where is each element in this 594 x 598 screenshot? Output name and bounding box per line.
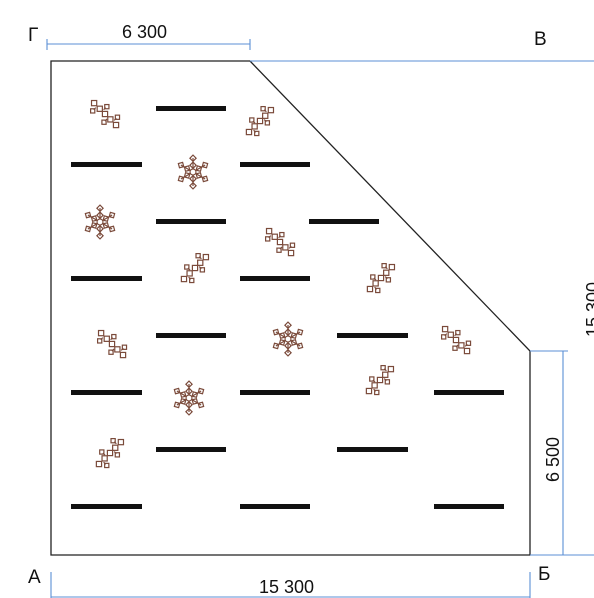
chain-icon	[89, 432, 131, 474]
black-bar	[71, 504, 142, 509]
black-bar	[156, 333, 226, 338]
snowflake-icon	[172, 380, 206, 416]
corner-label-v: В	[534, 29, 547, 50]
black-bar	[240, 504, 310, 509]
black-bar	[337, 333, 408, 338]
black-bar	[337, 447, 408, 452]
black-bar	[71, 162, 142, 167]
snowflake-icon	[271, 321, 305, 357]
black-bar	[434, 390, 504, 395]
snowflake-icon	[83, 204, 117, 240]
corner-label-g: Г	[28, 25, 38, 46]
black-bar	[240, 390, 310, 395]
dim-label-bottom: 15 300	[259, 577, 314, 597]
chain-ornaments	[84, 93, 477, 474]
black-bar	[240, 162, 310, 167]
chain-icon	[259, 221, 301, 263]
corner-label-b: Б	[538, 564, 550, 585]
dim-label-top: 6 300	[122, 22, 167, 42]
black-bar	[71, 276, 142, 281]
black-bar	[240, 276, 310, 281]
dim-label-right: 15 300	[583, 282, 594, 337]
corner-label-a: А	[28, 567, 41, 588]
chain-icon	[360, 257, 402, 299]
chain-icon	[91, 323, 133, 365]
chain-icon	[435, 319, 477, 361]
black-bar	[434, 504, 504, 509]
chain-icon	[174, 247, 216, 289]
black-bar	[71, 390, 142, 395]
chain-icon	[359, 359, 401, 401]
chain-icon	[84, 93, 126, 135]
black-bar	[156, 447, 226, 452]
snowflake-ornaments	[83, 154, 305, 416]
chain-icon	[239, 100, 281, 142]
black-bar	[156, 106, 226, 111]
snowflake-icon	[176, 154, 210, 190]
black-bar	[309, 219, 379, 224]
room-outline	[50, 60, 531, 556]
black-bar	[156, 219, 226, 224]
bars	[71, 106, 504, 509]
dim-label-right-lower: 6 500	[543, 437, 563, 482]
dimension-lines	[46, 39, 594, 598]
